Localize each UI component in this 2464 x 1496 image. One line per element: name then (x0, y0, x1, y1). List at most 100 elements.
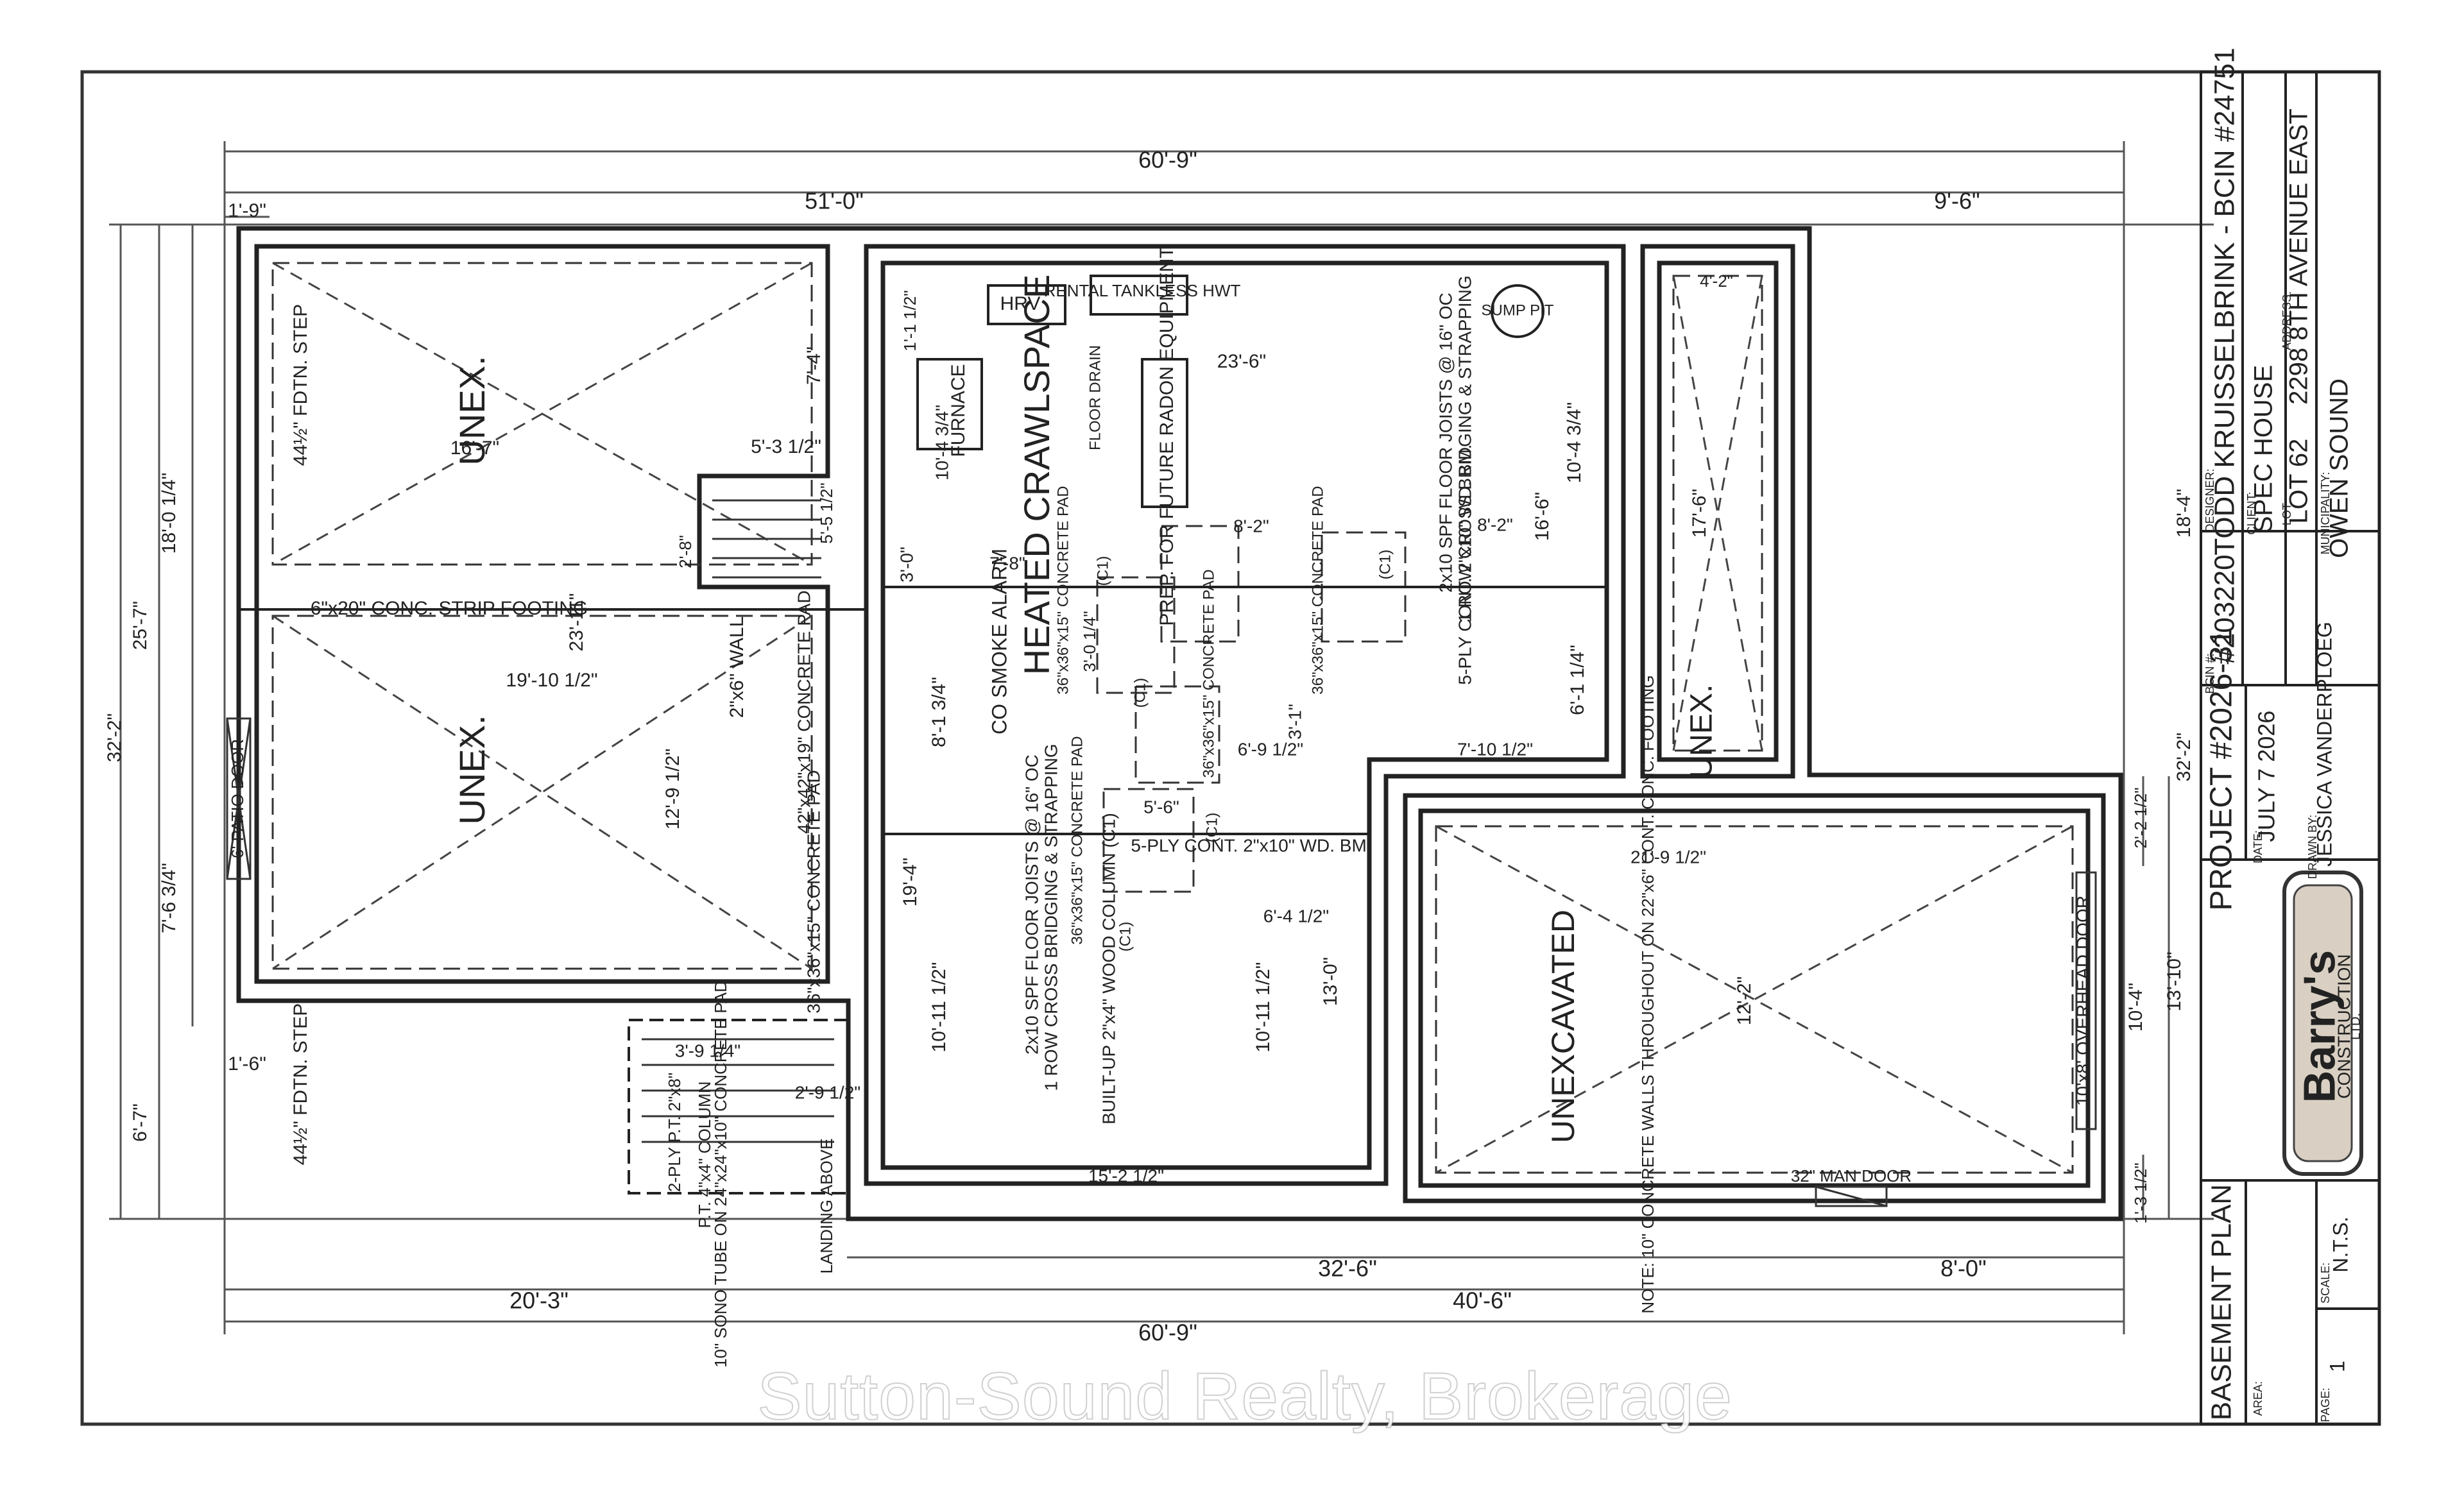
annotation-n29: 2-PLY P.T. 2"x8" (665, 1073, 684, 1192)
annotation-x42: 18'-4" (2173, 489, 2194, 538)
unexcavated-x-marks (272, 262, 2073, 1174)
title-project: PROJECT #2026-31 (2205, 629, 2239, 910)
annotation-x26: 8'-1 3/4" (928, 677, 950, 747)
title-page-label: PAGE: (2319, 1388, 2332, 1422)
annotation-n3: 6"x20" CONC. STRIP FOOTING (311, 598, 588, 619)
annotation-n18: 2x10 SPF FLOOR JOISTS @ 16" OC (1022, 754, 1041, 1055)
title-drawn-by: JESSICA VANDERPLOEG (2313, 622, 2336, 867)
annotation-x34: 10'-4 3/4" (1564, 402, 1585, 483)
annotation-x13: 3'-9 1/4" (675, 1041, 740, 1060)
annotation-x57: (C1) (1376, 550, 1394, 580)
annotation-x43: 32'-2" (2173, 733, 2194, 781)
annotation-n12: PREP. FOR FUTURE RADON EQUIPMENT (1156, 246, 1177, 625)
annotation-n27: 32" MAN DOOR (1791, 1166, 1912, 1186)
title-designer: TODD KRUISSELBRINK - BCIN #24751 (2209, 47, 2241, 555)
annotation-x9: 12'-9 1/2" (662, 749, 683, 829)
annotation-x23: 13'-0" (1320, 957, 1341, 1006)
annotation-x6: 32'-2" (104, 713, 125, 762)
annotation-n26: 10'x8' OVERHEAD DOOR (2073, 896, 2092, 1106)
annotation-n9: HRV (1000, 293, 1041, 314)
annotation-n15: 1 ROW CROSS BRIDGING & STRAPPING (1455, 275, 1475, 622)
annotation-x1: 16'-7" (450, 438, 499, 459)
annotation-x55: (C1) (1131, 678, 1149, 708)
door-symbols (226, 717, 2097, 1207)
annotation-x44: 21'-9 1/2" (1630, 847, 1706, 867)
annotation-n16: 5-PLY CONT. 2"x10" WD. BM. (1455, 444, 1475, 684)
annotation-x58: (C1) (1116, 922, 1134, 952)
annotation-x3: 7'-4" (803, 346, 825, 385)
annotation-x27: 3'-0" (896, 547, 916, 582)
title-drawn-by-label: DRAWN BY: (2306, 815, 2319, 879)
annotation-x22: 10'-11 1/2" (1253, 962, 1274, 1053)
title-address-label: ADDRESS: (2280, 291, 2293, 350)
annotation-d4: 1'-9" (228, 200, 266, 221)
annotation-x28: 3'-1" (1285, 704, 1305, 740)
stair-treads (642, 499, 834, 1143)
annotation-n19: 1 ROW CROSS BRIDGING & STRAPPING (1041, 744, 1061, 1091)
annotation-n23: 36"x36"x15" CONCRETE PAD (1309, 486, 1326, 694)
annotation-n24: 36"x36"x15" CONCRETE PAD (1068, 736, 1086, 944)
title-date-label: DATE: (2252, 830, 2264, 863)
annotation-x19: 8'-0" (1940, 1255, 1987, 1282)
annotation-x5: 25'-7" (130, 601, 151, 650)
title-bcin-label: BCIN #: (2203, 653, 2216, 693)
mechanical-boxes (916, 275, 1544, 508)
annotation-x4: 18'-0 1/4" (158, 473, 180, 554)
annotation-n28: 6' PATIO DOOR (228, 739, 247, 858)
annotation-r2: UNEX. (452, 715, 492, 824)
annotation-x8: 19'-10 1/2" (506, 670, 597, 691)
annotation-n13: SUMP PIT (1482, 302, 1554, 319)
annotation-r1: UNEX. (452, 355, 492, 465)
title-client-label: CLIENT: (2245, 491, 2258, 534)
annotation-x15: 20'-3" (509, 1288, 569, 1314)
annotation-x7: 23'-11" (566, 593, 587, 652)
annotation-d2: 51'-0" (805, 188, 864, 214)
annotation-n22: 36"x36"x15" CONCRETE PAD (1200, 569, 1217, 778)
annotation-x10: 7'-6 3/4" (158, 863, 180, 933)
annotation-n8: FURNACE (948, 364, 969, 457)
annotation-n21: 36"x36"x15" CONCRETE PAD (1054, 486, 1072, 694)
annotation-x31: 7'-10 1/2" (1457, 739, 1533, 759)
overall-dimension-lines (109, 141, 2214, 1334)
annotation-n5: 42"x42"x19" CONCRETE PAD (794, 590, 814, 833)
annotation-n4: 2"x6" WALL (726, 616, 748, 718)
title-scale: N.T.S. (2329, 1216, 2352, 1272)
annotation-n10: RENTAL TANKLESS HWT (1044, 281, 1241, 300)
watermark-text: Sutton-Sound Realty, Brokerage (757, 1359, 1733, 1434)
annotation-x41: 4'-2" (1700, 271, 1733, 291)
annotation-x46: 10'-4" (2125, 983, 2146, 1032)
annotation-r5: UNEXCAVATED (1545, 910, 1581, 1143)
annotation-x21: 10'-11 1/2" (928, 962, 950, 1053)
title-logo-line3: LTD. (2348, 1013, 2363, 1040)
annotation-x35: 23'-6" (1217, 351, 1266, 372)
annotation-x11: 6'-7" (130, 1103, 151, 1142)
title-logo-line1: Barry's (2294, 950, 2344, 1103)
annotation-n32: LANDING ABOVE (817, 1139, 836, 1274)
annotation-x12: 1'-6" (228, 1053, 266, 1075)
annotation-x40: 17'-6" (1689, 489, 1710, 538)
plan-annotations: 60'-9"51'-0"9'-6"1'-9"UNEX.UNEX.HEATED C… (104, 147, 2194, 1368)
annotation-n30: P.T. 4"x4" COLUMN (695, 1082, 714, 1228)
annotation-x51: 5'-5 1/2" (817, 482, 836, 543)
foundation-walls (236, 226, 2123, 1221)
annotation-d3: 9'-6" (1934, 188, 1980, 214)
annotation-n6: 36"x36"x15" CONCRETE PAD (803, 770, 823, 1013)
annotation-n2: 44½" FDTN. STEP (290, 1003, 311, 1165)
annotation-x56: (C1) (1203, 813, 1220, 843)
annotation-x32: 6'-1 1/4" (1567, 645, 1588, 715)
annotation-n17: 5-PLY CONT. 2"x10" WD. BM. (1131, 835, 1371, 855)
title-scale-label: SCALE: (2319, 1262, 2332, 1304)
annotation-x20: 15'-2 1/2" (1088, 1166, 1164, 1186)
title-sheet-title: BASEMENT PLAN (2206, 1184, 2237, 1420)
annotation-x37: 8'-2" (1477, 514, 1513, 534)
title-designer-label: DESIGNER: (2203, 468, 2216, 532)
annotation-x29: 5'-6" (1143, 797, 1179, 817)
annotation-n25: NOTE: 10" CONCRETE WALLS THROUGHOUT ON 2… (1638, 675, 1657, 1313)
annotation-r4: UNEX. (1685, 684, 1719, 779)
title-area-label: AREA: (2252, 1381, 2264, 1416)
annotation-n7: CO SMOKE ALARM (988, 548, 1011, 735)
title-block-text: DESIGNER:TODD KRUISSELBRINK - BCIN #2475… (2203, 47, 2363, 1422)
title-lot: LOT 62 (2285, 439, 2313, 524)
annotation-n31: 10" SONO TUBE ON 24"x24"x10" CONCRETE PA… (711, 980, 730, 1368)
annotation-x33: 16'-6" (1532, 492, 1553, 541)
